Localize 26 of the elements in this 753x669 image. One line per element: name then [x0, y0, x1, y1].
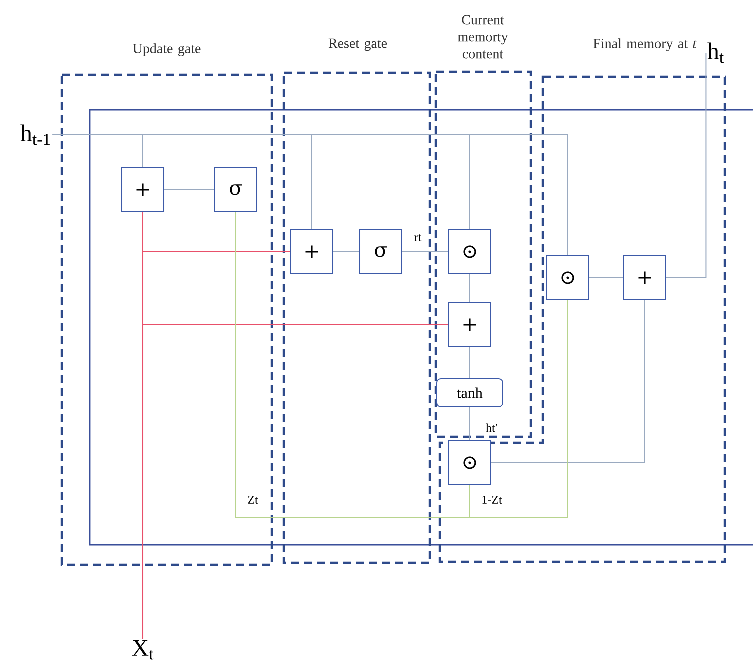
- operation-box: ⊙: [448, 440, 492, 486]
- tanh-box: tanh: [436, 378, 504, 408]
- operation-box: +: [448, 302, 492, 348]
- variable-label: h$_{t-1}$: [20, 124, 50, 146]
- operation-box: +: [624, 256, 666, 300]
- edge-label: rt: [413, 234, 423, 242]
- connector-line: [142, 324, 449, 640]
- variable-label: h$_{t}$: [708, 42, 724, 64]
- region-heading: Current memorty content: [458, 15, 508, 59]
- operation-box: σ: [360, 230, 402, 274]
- region-heading: Update gate: [133, 44, 201, 56]
- region-heading: Final memory at t: [594, 38, 697, 52]
- connector-line: [491, 300, 646, 464]
- connector-line: [236, 212, 470, 518]
- operation-box: ⊙: [448, 230, 492, 274]
- operation-box: σ: [214, 168, 258, 212]
- edge-label: 1-Zt: [480, 494, 504, 505]
- region-heading: Reset gate: [328, 38, 388, 52]
- variable-label: X$_{t}$: [132, 640, 154, 660]
- operation-box: +: [290, 230, 334, 274]
- edge-label: Zt: [246, 495, 260, 505]
- operation-box: ⊙: [546, 256, 590, 300]
- edge-label: ht′: [485, 422, 499, 434]
- operation-box: +: [122, 168, 164, 212]
- connector-line: [666, 52, 707, 278]
- connector-line: [52, 134, 568, 256]
